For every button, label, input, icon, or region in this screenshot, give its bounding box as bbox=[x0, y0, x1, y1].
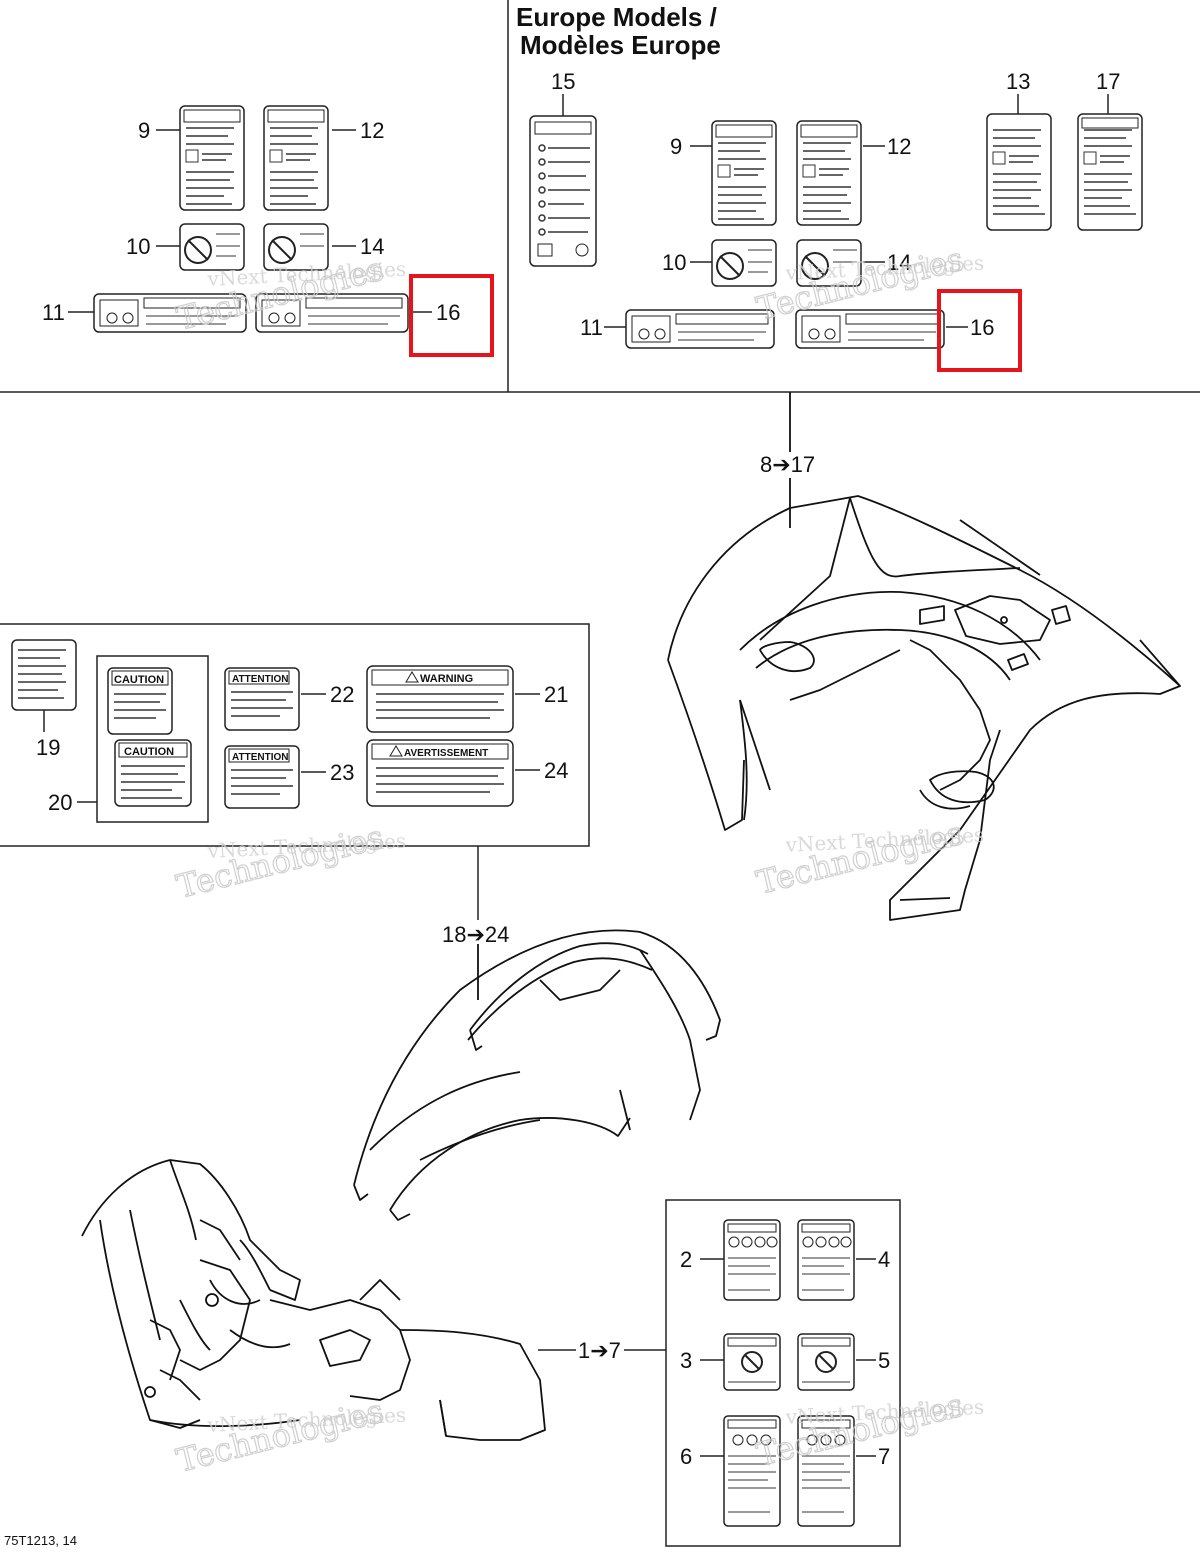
callout-1-7: 1➔7 bbox=[578, 1338, 621, 1363]
callout-7: 7 bbox=[878, 1444, 890, 1469]
leaders-2-7 bbox=[700, 1258, 876, 1457]
decal-13 bbox=[986, 113, 1052, 231]
callout-12-europe: 12 bbox=[887, 134, 911, 159]
caution-label-2: CAUTION bbox=[124, 746, 174, 758]
callout-6: 6 bbox=[680, 1444, 692, 1469]
decal-7 bbox=[797, 1415, 855, 1527]
lower-front-fender-assembly bbox=[81, 1159, 546, 1441]
callout-10-left: 10 bbox=[126, 234, 150, 259]
decal-3 bbox=[723, 1333, 781, 1391]
callout-3: 3 bbox=[680, 1348, 692, 1373]
callout-18-24: 18➔24 bbox=[442, 922, 509, 947]
callout-16-europe: 16 bbox=[970, 315, 994, 340]
decal-6 bbox=[723, 1415, 781, 1527]
callout-9-europe: 9 bbox=[670, 134, 682, 159]
attention-label-2: ATTENTION bbox=[232, 752, 288, 763]
decal-23-attention: ATTENTION bbox=[224, 745, 300, 809]
decal-2 bbox=[723, 1219, 781, 1301]
decal-16-left bbox=[255, 293, 409, 333]
decal-11-europe bbox=[625, 309, 775, 349]
decal-10-left bbox=[179, 223, 245, 271]
callout-16-left: 16 bbox=[436, 300, 460, 325]
leaders-top-left bbox=[68, 129, 432, 313]
watermarks: vNext Technologies Technologies vNext Te… bbox=[172, 239, 985, 1480]
decal-9-left bbox=[179, 105, 245, 211]
callout-5: 5 bbox=[878, 1348, 890, 1373]
leaders-18-24 bbox=[43, 693, 540, 920]
decal-20-caution-bottom: CAUTION bbox=[114, 739, 192, 807]
leaders-top-right bbox=[562, 94, 1109, 328]
title-line-1: Europe Models / bbox=[516, 2, 717, 32]
decal-21-warning: WARNING bbox=[366, 665, 514, 733]
decal-17 bbox=[1077, 113, 1143, 231]
decal-12-left bbox=[263, 105, 329, 211]
callout-20: 20 bbox=[48, 790, 72, 815]
watermark-word-3: Technologies bbox=[173, 818, 388, 906]
rear-fender-assembly bbox=[353, 929, 721, 1221]
watermark-word-5: Technologies bbox=[173, 1392, 388, 1480]
callout-15: 15 bbox=[551, 69, 575, 94]
diagram-reference-code: 75T1213, 14 bbox=[4, 1533, 77, 1548]
watermark-word-4: Technologies bbox=[753, 814, 968, 902]
callout-11-left: 11 bbox=[42, 300, 65, 325]
callout-19: 19 bbox=[36, 735, 60, 760]
decal-20-caution-top: CAUTION bbox=[107, 667, 173, 735]
callout-2: 2 bbox=[680, 1247, 692, 1272]
watermark-word-6: Technologies bbox=[753, 1386, 968, 1474]
decal-24-avertissement: AVERTISSEMENT bbox=[366, 739, 514, 807]
decal-14-left bbox=[263, 223, 329, 271]
callout-12-left: 12 bbox=[360, 118, 384, 143]
attention-label-1: ATTENTION bbox=[232, 674, 288, 685]
callout-8-17: 8➔17 bbox=[760, 452, 815, 477]
decal-14-europe bbox=[796, 239, 862, 287]
decal-set-18-24-frame bbox=[0, 623, 590, 847]
decal-4 bbox=[797, 1219, 855, 1301]
callout-9-left: 9 bbox=[138, 118, 150, 143]
caution-label-1: CAUTION bbox=[114, 674, 164, 686]
highlight-box-16-left bbox=[409, 274, 494, 357]
decal-11-left bbox=[93, 293, 247, 333]
callout-4: 4 bbox=[878, 1247, 890, 1272]
decal-10-europe bbox=[711, 239, 777, 287]
callout-21: 21 bbox=[544, 682, 568, 707]
callout-14-left: 14 bbox=[360, 234, 384, 259]
title-line-2: Modèles Europe bbox=[520, 30, 721, 60]
callout-23: 23 bbox=[330, 760, 354, 785]
highlight-box-16-europe bbox=[937, 289, 1022, 372]
callout-11-europe: 11 bbox=[580, 315, 603, 340]
decal-16-europe bbox=[795, 309, 945, 349]
decal-15 bbox=[529, 115, 597, 267]
front-fender-assembly bbox=[667, 392, 1181, 921]
warning-label: WARNING bbox=[420, 673, 473, 685]
callout-13: 13 bbox=[1006, 69, 1030, 94]
top-panel-frame bbox=[0, 0, 1200, 393]
avertissement-label: AVERTISSEMENT bbox=[404, 748, 488, 759]
decal-set-2-7-frame bbox=[665, 1199, 901, 1547]
decal-9-europe bbox=[711, 120, 777, 226]
decal-12-europe bbox=[796, 120, 862, 226]
callout-22: 22 bbox=[330, 682, 354, 707]
callout-14-europe: 14 bbox=[887, 250, 911, 275]
callout-24: 24 bbox=[544, 758, 568, 783]
decal-5 bbox=[797, 1333, 855, 1391]
decal-22-attention: ATTENTION bbox=[224, 667, 300, 731]
callout-10-europe: 10 bbox=[662, 250, 686, 275]
decal-19 bbox=[11, 639, 77, 711]
callout-17: 17 bbox=[1096, 69, 1120, 94]
